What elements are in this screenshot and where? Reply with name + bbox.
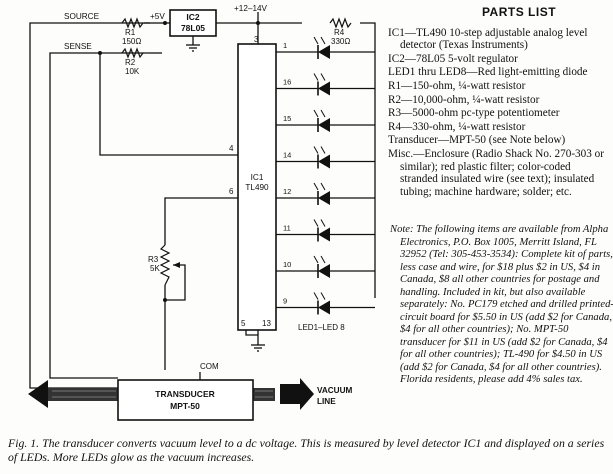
part-item: Misc.—Enclosure (Radio Shack No. 270-303… xyxy=(388,147,604,198)
source-label: SOURCE xyxy=(64,12,100,21)
pin-4: 4 xyxy=(229,144,234,153)
r4-value: 330Ω xyxy=(331,37,350,46)
led-label: LED1–LED 8 xyxy=(298,323,345,332)
pin-label: 10 xyxy=(283,260,291,269)
r2-name: R2 xyxy=(125,58,136,67)
r1-value: 150Ω xyxy=(122,37,141,46)
part-item: IC2—78L05 5-volt regulator xyxy=(388,52,518,65)
part-item: R1—150-ohm, ¼-watt resistor xyxy=(388,79,526,92)
pin-label: 11 xyxy=(283,224,291,233)
pin-label: 14 xyxy=(283,151,291,160)
led-8 xyxy=(313,292,330,315)
left-arrow-icon xyxy=(28,380,48,408)
transducer-box xyxy=(117,379,254,421)
plus5v-label: +5V xyxy=(150,12,165,21)
line-label: LINE xyxy=(317,397,336,406)
r4-name: R4 xyxy=(334,28,345,37)
led-array xyxy=(313,36,330,315)
supplier-note: Note: The following items are available … xyxy=(390,224,613,385)
led-7 xyxy=(313,255,330,278)
r2-value: 10K xyxy=(125,67,140,76)
transducer-part: MPT-50 xyxy=(170,401,200,411)
com-label: COM xyxy=(200,362,219,371)
pin-5: 5 xyxy=(241,319,246,328)
r1-resistor xyxy=(121,17,144,29)
supply-label: +12–14V xyxy=(234,4,268,13)
part-item: Transducer—MPT-50 (see Note below) xyxy=(388,134,566,147)
ic1-box xyxy=(237,43,277,331)
led-5 xyxy=(313,182,330,205)
part-item: R2—10,000-ohm, ¼-watt resistor xyxy=(388,93,540,106)
pin-6: 6 xyxy=(229,187,234,196)
pin-label: 12 xyxy=(283,187,291,196)
sense-to-pin4-wire xyxy=(99,53,238,156)
right-arrow-icon xyxy=(280,378,314,410)
pin-label: 1 xyxy=(283,41,287,50)
vacuum-line xyxy=(28,378,314,410)
part-item: R4—330-ohm, ¼-watt resistor xyxy=(388,120,526,133)
pin-13: 13 xyxy=(262,319,271,328)
transducer-name: TRANSDUCER xyxy=(155,389,215,399)
part-item: R3—5000-ohm pc-type potentiometer xyxy=(388,107,560,120)
pin-3: 3 xyxy=(254,35,259,44)
parts-list-title: PARTS LIST xyxy=(481,5,557,19)
ic2-box xyxy=(169,9,217,37)
ic2-name: IC2 xyxy=(186,12,200,22)
pin-label: 9 xyxy=(283,297,287,306)
ic2-part: 78L05 xyxy=(181,23,205,33)
r3-value: 5K xyxy=(150,264,160,273)
r3-potentiometer xyxy=(159,244,171,286)
figure-caption: Fig. 1. The transducer converts vacuum l… xyxy=(8,436,605,464)
led-2 xyxy=(313,73,330,96)
source-wire xyxy=(29,22,150,389)
ic1-name: IC1 xyxy=(251,173,264,182)
led-6 xyxy=(313,219,330,242)
pin-label: 15 xyxy=(283,114,291,123)
part-item: IC1—TL490 10-step adjustable analog leve… xyxy=(388,26,588,52)
led-3 xyxy=(313,109,330,132)
ic1-part: TL490 xyxy=(245,183,269,192)
vacuum-label: VACUUM xyxy=(317,386,353,395)
r4-resistor xyxy=(329,17,352,29)
sense-label: SENSE xyxy=(64,42,92,51)
led-4 xyxy=(313,146,330,169)
part-item: LED1 thru LED8—Red light-emitting diode xyxy=(388,66,588,79)
r3-name: R3 xyxy=(148,255,159,264)
r1-name: R1 xyxy=(125,28,136,37)
led-1 xyxy=(313,36,330,59)
r2-resistor xyxy=(121,47,144,59)
pin-label: 16 xyxy=(283,78,291,87)
parts-list: PARTS LIST IC1—TL490 10-step adjustable … xyxy=(388,6,610,199)
